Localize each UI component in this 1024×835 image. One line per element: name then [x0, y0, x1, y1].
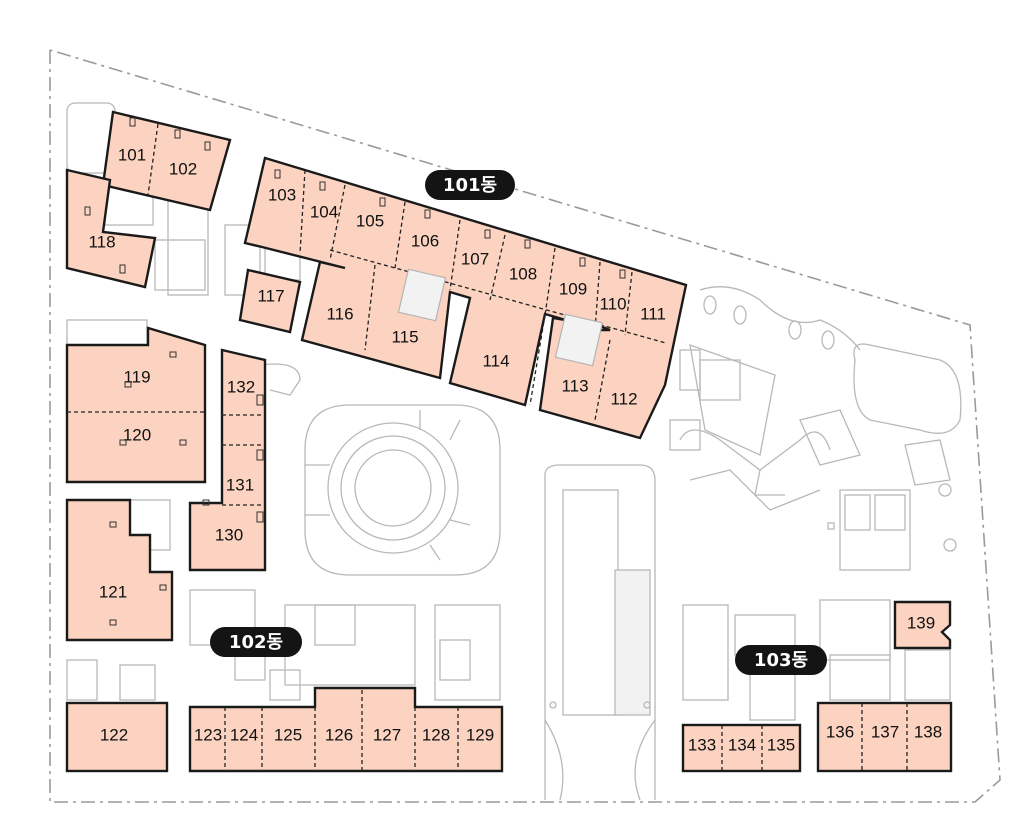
site-boundary	[49, 49, 1001, 803]
unit-129-label[interactable]: 129	[466, 725, 494, 744]
unit-103-label[interactable]: 103	[268, 185, 296, 204]
units-101	[65, 110, 688, 440]
building-101-text: 101동	[443, 175, 497, 196]
building-101-pill	[425, 170, 515, 200]
unit-133-label[interactable]: 133	[688, 735, 716, 754]
building-103-text: 103동	[754, 650, 808, 671]
unit-101-label[interactable]: 101	[118, 145, 146, 164]
unit-126-label[interactable]: 126	[325, 725, 353, 744]
unit-127-label[interactable]: 127	[373, 725, 401, 744]
unit-106-label[interactable]: 106	[411, 231, 439, 250]
unit-112-label[interactable]: 112	[610, 389, 637, 408]
unit-108-label[interactable]: 108	[509, 264, 537, 283]
units-103	[681, 600, 953, 773]
unit-111-label[interactable]: 111	[640, 304, 666, 323]
units-102	[188, 686, 504, 773]
building-102-pill	[210, 627, 302, 657]
unit-128-label[interactable]: 128	[422, 725, 450, 744]
unit-131-label[interactable]: 131	[226, 475, 254, 494]
unit-labels: 101 102 103 104 105 106 107 108 109 110 …	[88, 145, 942, 754]
unit-137-label[interactable]: 137	[871, 722, 899, 741]
unit-124-label[interactable]: 124	[230, 725, 258, 744]
unit-123-label[interactable]: 123	[194, 725, 222, 744]
unit-113-label[interactable]: 113	[561, 376, 588, 395]
unit-105-label[interactable]: 105	[356, 211, 384, 230]
unit-136-label[interactable]: 136	[826, 722, 854, 741]
unit-138-label[interactable]: 138	[914, 722, 942, 741]
unit-102-label[interactable]: 102	[169, 159, 197, 178]
unit-135-label[interactable]: 135	[767, 735, 795, 754]
unit-114-label[interactable]: 114	[482, 351, 509, 370]
unit-116-label[interactable]: 116	[326, 304, 353, 323]
unit-104-label[interactable]: 104	[310, 202, 338, 221]
door-marks	[84, 117, 626, 626]
unit-120-label[interactable]: 120	[123, 425, 151, 444]
unit-117-label[interactable]: 117	[257, 286, 284, 305]
building-label-101: 101동	[425, 170, 515, 200]
building-label-102: 102동	[210, 627, 302, 657]
unit-125-label[interactable]: 125	[274, 725, 302, 744]
building-102-text: 102동	[229, 632, 283, 653]
building-label-103: 103동	[735, 645, 827, 675]
unit-130-label[interactable]: 130	[215, 525, 243, 544]
unit-118-label[interactable]: 118	[88, 232, 115, 251]
unit-132-label[interactable]: 132	[227, 377, 255, 396]
unit-122-label[interactable]: 122	[100, 725, 128, 744]
context-lines	[66, 102, 962, 801]
unit-115-label[interactable]: 115	[391, 327, 418, 346]
unit-119-label[interactable]: 119	[123, 367, 150, 386]
unit-121-label[interactable]: 121	[99, 582, 127, 601]
building-103-pill	[735, 645, 827, 675]
units-left	[65, 326, 267, 773]
unit-134-label[interactable]: 134	[728, 735, 756, 754]
unit-107-label[interactable]: 107	[461, 249, 489, 268]
unit-139-label[interactable]: 139	[907, 613, 935, 632]
unit-109-label[interactable]: 109	[559, 279, 587, 298]
unit-110-label[interactable]: 110	[599, 294, 626, 313]
